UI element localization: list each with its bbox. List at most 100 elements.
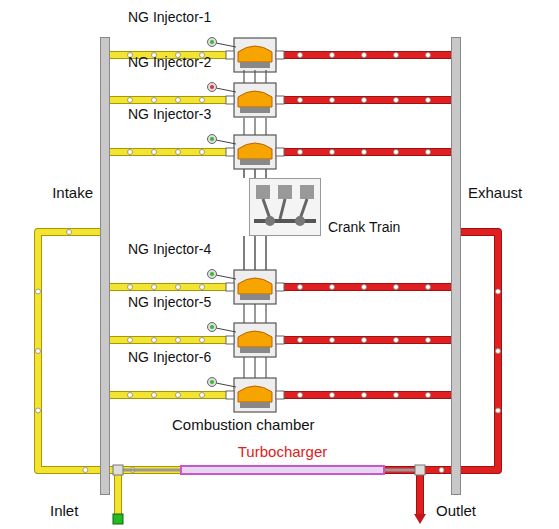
- intake-runner: [110, 149, 234, 155]
- flow-marker: [496, 289, 501, 294]
- flow-marker: [200, 285, 205, 290]
- exhaust-runner: [276, 96, 451, 104]
- exhaust-valve: [276, 336, 284, 344]
- injector-label: NG Injector-5: [128, 294, 211, 310]
- injector-state: [210, 325, 214, 329]
- connecting-rod: [243, 70, 244, 83]
- flow-marker: [362, 53, 367, 58]
- exhaust-valve: [276, 283, 284, 291]
- flow-marker: [362, 98, 367, 103]
- piston: [278, 185, 292, 199]
- injector-label: NG Injector-1: [128, 9, 211, 25]
- flow-marker: [298, 393, 303, 398]
- flow-marker: [128, 338, 133, 343]
- exhaust-runner: [276, 284, 451, 290]
- intake-valve: [226, 148, 234, 156]
- exhaust-runner: [276, 97, 451, 103]
- combustion-dome: [238, 46, 272, 62]
- flow-marker: [67, 230, 72, 235]
- flow-marker: [426, 150, 431, 155]
- node-label: Exhaust: [468, 184, 522, 201]
- intake-valve: [226, 96, 234, 104]
- exhaust-runner: [276, 391, 451, 399]
- flow-marker: [426, 338, 431, 343]
- intake-runner: [110, 96, 234, 104]
- flow-marker: [36, 289, 41, 294]
- flow-marker: [200, 393, 205, 398]
- flow-marker: [128, 285, 133, 290]
- piston: [240, 159, 270, 165]
- combustion-dome: [238, 91, 272, 107]
- inlet-pipe: [114, 470, 122, 516]
- connecting-rod: [254, 304, 255, 323]
- injector: [208, 38, 217, 47]
- injector-line: [216, 383, 236, 387]
- intake-runner: [110, 337, 234, 343]
- flow-marker: [362, 150, 367, 155]
- exhaust-valve: [276, 148, 284, 156]
- flow-marker: [298, 98, 303, 103]
- flow-marker: [362, 285, 367, 290]
- flow-marker: [83, 468, 88, 473]
- crank-pin: [265, 216, 275, 226]
- flow-marker: [439, 468, 444, 473]
- part-label: Combustion chamber: [172, 416, 315, 433]
- flow-marker: [330, 285, 335, 290]
- injector: [208, 270, 217, 279]
- exhaust-runner: [276, 392, 451, 398]
- node-label: Crank Train: [328, 219, 400, 235]
- exhaust-pipe: [385, 232, 501, 473]
- exhaust-runner: [276, 337, 451, 343]
- flow-marker: [394, 53, 399, 58]
- flow-marker: [176, 98, 181, 103]
- connecting-rod: [254, 236, 256, 270]
- intake-runner: [110, 392, 234, 398]
- flow-marker: [152, 150, 157, 155]
- outlet-port: [414, 514, 426, 524]
- pipe-fill: [385, 232, 498, 470]
- flow-marker: [330, 53, 335, 58]
- flow-marker: [128, 150, 133, 155]
- flow-marker: [128, 393, 133, 398]
- combustion-dome: [238, 386, 272, 402]
- exhaust-manifold: Exhaust: [451, 37, 461, 495]
- flow-marker: [36, 408, 41, 413]
- flow-marker: [298, 53, 303, 58]
- intake-valve: [226, 336, 234, 344]
- flow-marker: [330, 393, 335, 398]
- flow-marker: [496, 349, 501, 354]
- crankshaft: [254, 219, 316, 223]
- piston: [240, 347, 270, 353]
- connecting-rod: [265, 304, 266, 323]
- piston: [240, 107, 270, 113]
- flow-marker: [426, 285, 431, 290]
- flow-marker: [176, 285, 181, 290]
- piston: [300, 185, 314, 199]
- inlet-pipe: [115, 470, 121, 516]
- cylinder: [234, 135, 276, 169]
- flow-marker: [496, 408, 501, 413]
- injector-state: [210, 85, 214, 89]
- flow-marker: [426, 98, 431, 103]
- part-label: Inlet: [50, 502, 78, 519]
- crank-pin: [295, 216, 305, 226]
- connecting-rod: [265, 118, 266, 135]
- flow-marker: [176, 150, 181, 155]
- exhaust-runner: [276, 283, 451, 291]
- flow-marker: [200, 150, 205, 155]
- intake-runner: [110, 336, 234, 344]
- injector: [208, 83, 217, 92]
- flow-marker: [394, 393, 399, 398]
- flow-marker: [200, 338, 205, 343]
- intake-valve: [226, 391, 234, 399]
- connecting-rod: [243, 304, 244, 323]
- connecting-rod: [243, 169, 245, 178]
- flow-marker: [298, 338, 303, 343]
- crank-illustration: [250, 179, 320, 235]
- pipe-outline: [385, 232, 498, 470]
- crank-train: Crank Train: [249, 178, 321, 236]
- piston: [240, 294, 270, 300]
- rod: [263, 199, 307, 219]
- flow-marker: [394, 285, 399, 290]
- piston: [256, 185, 270, 199]
